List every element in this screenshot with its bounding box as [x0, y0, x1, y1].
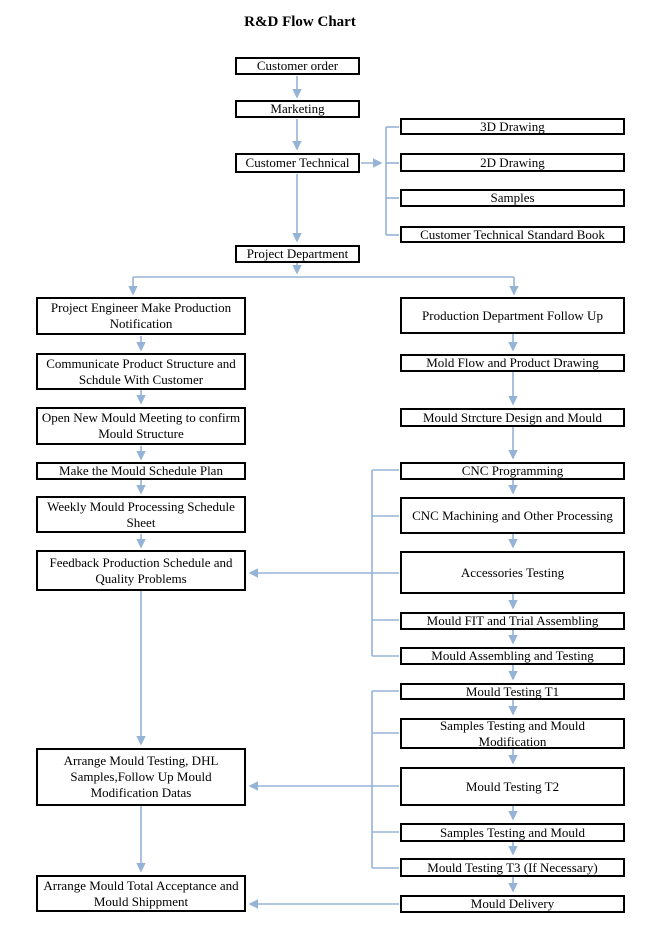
node-customer-order: Customer order — [235, 57, 360, 75]
node-label: Samples Testing and Mould — [439, 824, 586, 840]
node-label: Mould Testing T2 — [465, 778, 560, 794]
node-mould-delivery: Mould Delivery — [400, 895, 625, 913]
node-label: Arrange Mould Testing, DHL Samples,Follo… — [63, 753, 219, 800]
node-label: 3D Drawing — [480, 118, 545, 134]
node-production-department-follow-up: Production Department Follow Up — [400, 297, 625, 334]
node-label: Project Engineer Make Production Notific… — [50, 300, 232, 331]
node-label: Customer Technical Standard Book — [420, 226, 605, 242]
node-samples-testing-modification: Samples Testing and Mould Modification — [400, 718, 625, 749]
node-samples: Samples — [400, 189, 625, 207]
node-mould-fit-trial-assembling: Mould FIT and Trial Assembling — [400, 612, 625, 630]
node-label: Arrange Mould Total Acceptance and Mould… — [43, 877, 239, 909]
node-cnc-machining: CNC Machining and Other Processing — [400, 497, 625, 534]
node-label: Mould Testing T3 (If Necessary) — [427, 859, 598, 875]
node-mould-schedule-plan: Make the Mould Schedule Plan — [36, 462, 246, 480]
node-project-department: Project Department — [235, 245, 360, 263]
node-label: Mould Delivery — [470, 896, 555, 911]
node-mould-testing-t2: Mould Testing T2 — [400, 767, 625, 806]
node-feedback-production-schedule: Feedback Production Schedule and Quality… — [36, 550, 246, 591]
node-label: Project Department — [246, 246, 349, 261]
node-label: Mould FIT and Trial Assembling — [426, 613, 599, 628]
node-production-notification: Project Engineer Make Production Notific… — [36, 297, 246, 335]
node-label: Customer Technical — [245, 155, 350, 170]
node-label: 2D Drawing — [480, 154, 545, 170]
node-mould-testing-t3: Mould Testing T3 (If Necessary) — [400, 858, 625, 877]
node-label: Weekly Mould Processing Schedule Sheet — [47, 498, 235, 530]
node-3d-drawing: 3D Drawing — [400, 118, 625, 135]
node-weekly-schedule-sheet: Weekly Mould Processing Schedule Sheet — [36, 496, 246, 533]
node-mould-testing-t1: Mould Testing T1 — [400, 683, 625, 700]
node-samples-testing-mould: Samples Testing and Mould — [400, 823, 625, 842]
node-mould-assembling-testing: Mould Assembling and Testing — [400, 647, 625, 665]
node-label: Mould Testing T1 — [465, 683, 560, 699]
node-arrange-mould-testing: Arrange Mould Testing, DHL Samples,Follo… — [36, 748, 246, 806]
page-title: R&D Flow Chart — [244, 14, 356, 30]
node-label: Accessories Testing — [460, 564, 565, 580]
node-label: Customer order — [256, 58, 339, 73]
node-label: CNC Programming — [461, 463, 564, 478]
node-label: Marketing — [270, 101, 325, 116]
node-mold-flow-product-drawing: Mold Flow and Product Drawing — [400, 354, 625, 372]
node-2d-drawing: 2D Drawing — [400, 153, 625, 172]
node-marketing: Marketing — [235, 100, 360, 118]
node-accessories-testing: Accessories Testing — [400, 551, 625, 594]
node-label: Mold Flow and Product Drawing — [426, 355, 599, 370]
node-arrange-total-acceptance: Arrange Mould Total Acceptance and Mould… — [36, 875, 246, 912]
node-open-new-mould-meeting: Open New Mould Meeting to confirm Mould … — [36, 407, 246, 445]
node-label: Mould Assembling and Testing — [431, 648, 594, 663]
node-communicate-product-structure: Communicate Product Structure and Schdul… — [36, 353, 246, 390]
node-label: Feedback Production Schedule and Quality… — [49, 554, 233, 586]
node-label: Communicate Product Structure and Schdul… — [46, 355, 236, 387]
node-cnc-programming: CNC Programming — [400, 462, 625, 480]
node-label: Production Department Follow Up — [422, 307, 603, 323]
node-customer-technical-standard-book: Customer Technical Standard Book — [400, 226, 625, 243]
node-label: Samples — [490, 190, 535, 205]
node-label: Samples Testing and Mould Modification — [439, 717, 586, 749]
node-label: CNC Machining and Other Processing — [412, 507, 613, 523]
node-label: Make the Mould Schedule Plan — [59, 463, 223, 478]
node-customer-technical: Customer Technical — [235, 153, 360, 173]
node-mould-structure-design: Mould Strcture Design and Mould — [400, 408, 625, 427]
node-label: Mould Strcture Design and Mould — [422, 409, 603, 425]
node-label: Open New Mould Meeting to confirm Mould … — [41, 410, 241, 441]
